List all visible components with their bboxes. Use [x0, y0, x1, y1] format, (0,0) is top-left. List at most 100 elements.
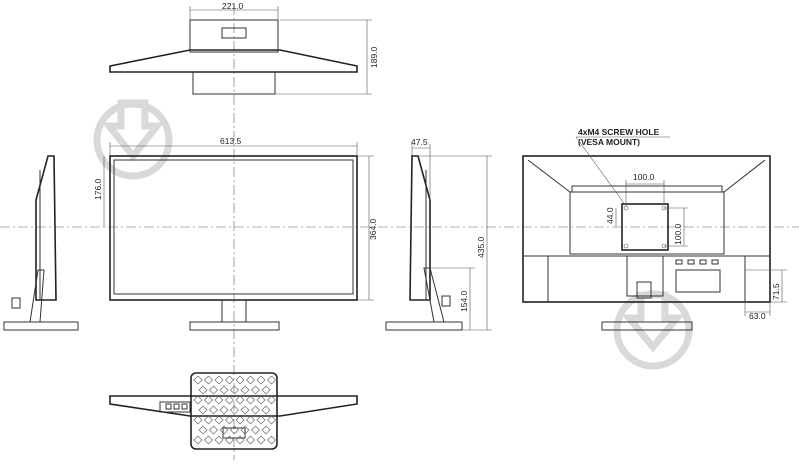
left-side-view	[3, 155, 79, 331]
rear-view-panel	[522, 155, 771, 303]
rear-view-base	[601, 321, 693, 331]
dim-front-width: 613.5	[220, 136, 242, 146]
dim-vesa-height: 100.0	[673, 223, 683, 245]
lattice-cell	[235, 435, 245, 445]
lattice-cell	[193, 395, 203, 405]
lattice-cell	[225, 375, 234, 385]
top-view-hinge	[221, 27, 247, 39]
note-screw-hole: 4xM4 SCREW HOLE	[578, 127, 660, 137]
rear-view-housing	[569, 191, 725, 255]
front-view-screen	[113, 159, 354, 295]
right-side-view: 47.5 435.0 154.0	[385, 137, 492, 331]
dim-top-depth: 189.0	[369, 46, 379, 68]
bottom-view-base	[190, 372, 278, 450]
lattice-cell	[230, 405, 239, 415]
lattice-cell	[256, 415, 266, 425]
dim-front-screen-top: 176.0	[93, 178, 103, 200]
lattice-cell	[235, 415, 245, 425]
lattice-cell	[209, 425, 218, 435]
front-view: 613.5 176.0 364.0	[93, 136, 378, 331]
lattice-cell	[240, 385, 250, 395]
lattice-cell	[214, 435, 224, 445]
lattice-cell	[261, 385, 271, 395]
lattice-cell	[193, 375, 203, 385]
lattice-cell	[198, 405, 208, 415]
dim-side-total-height: 435.0	[476, 236, 486, 258]
lattice-cell	[209, 385, 218, 395]
rear-port-panel	[675, 269, 721, 293]
lattice-cell	[235, 395, 245, 405]
lattice-cell	[267, 435, 276, 445]
lattice-cell	[225, 435, 234, 445]
bottom-view-panel	[109, 395, 358, 417]
lattice-cell	[214, 415, 224, 425]
lattice-cell	[214, 395, 224, 405]
bottom-view-ports	[159, 401, 191, 413]
lattice-cell	[267, 415, 276, 425]
lattice-cell	[225, 395, 234, 405]
dim-vesa-width: 100.0	[633, 172, 655, 182]
lattice-cell	[230, 385, 239, 395]
lattice-cell	[219, 405, 229, 415]
lattice-cell	[251, 385, 260, 395]
left-side-panel	[35, 155, 57, 301]
right-side-panel	[409, 155, 431, 301]
dim-vesa-offset: 44.0	[605, 207, 615, 224]
lattice-cell	[246, 415, 255, 425]
front-view-bezel	[109, 155, 358, 301]
lattice-cell	[261, 425, 271, 435]
left-side-base	[3, 321, 79, 331]
lattice-cell	[198, 385, 208, 395]
lattice-cell	[256, 375, 266, 385]
lattice-cell	[267, 395, 276, 405]
lattice-cell	[198, 425, 208, 435]
rear-vent-slots	[571, 185, 723, 193]
lattice-cell	[204, 375, 213, 385]
top-view: 221.0 189.0	[109, 1, 379, 95]
lattice-cell	[235, 375, 245, 385]
lattice-cell	[219, 425, 229, 435]
lattice-cell	[204, 395, 213, 405]
lattice-cell	[219, 385, 229, 395]
right-side-base	[385, 321, 463, 331]
lattice-cell	[230, 425, 239, 435]
lattice-cell	[256, 435, 266, 445]
dim-port-offset: 63.0	[749, 311, 766, 321]
lattice-cell	[246, 435, 255, 445]
dim-front-panel-height: 364.0	[368, 218, 378, 240]
lattice-cell	[240, 405, 250, 415]
dim-port-height: 71.5	[771, 283, 781, 300]
lattice-cell	[204, 415, 213, 425]
lattice-cell	[193, 415, 203, 425]
lattice-cell	[214, 375, 224, 385]
left-side-stand	[29, 269, 45, 323]
lattice-cell	[251, 405, 260, 415]
top-view-base	[192, 72, 276, 95]
lattice-cell	[251, 425, 260, 435]
lattice-cell	[209, 405, 218, 415]
dim-top-width: 221.0	[222, 1, 244, 11]
vesa-mount-plate	[621, 203, 669, 251]
dim-side-depth: 47.5	[411, 137, 428, 147]
bottom-view	[109, 372, 358, 450]
top-view-panel	[109, 49, 358, 73]
lattice-cell	[204, 435, 213, 445]
lattice-cell	[256, 395, 266, 405]
lattice-cell	[246, 375, 255, 385]
lattice-cell	[261, 405, 271, 415]
rear-view: 4xM4 SCREW HOLE (VESA MOUNT) 100.0 44.0 …	[522, 127, 787, 331]
watermark-download-icon	[93, 99, 173, 180]
right-side-stand	[423, 267, 445, 323]
lattice-cell	[193, 435, 203, 445]
lattice-cell	[267, 375, 276, 385]
lattice-cell	[225, 415, 234, 425]
lattice-cell	[246, 395, 255, 405]
dim-side-stand-height: 154.0	[459, 290, 469, 312]
rear-stand-neck	[626, 255, 664, 297]
front-view-base	[189, 321, 280, 331]
base-lattice-pattern	[193, 375, 276, 445]
top-view-stand-neck	[189, 19, 279, 53]
note-vesa-mount: (VESA MOUNT)	[578, 137, 640, 147]
